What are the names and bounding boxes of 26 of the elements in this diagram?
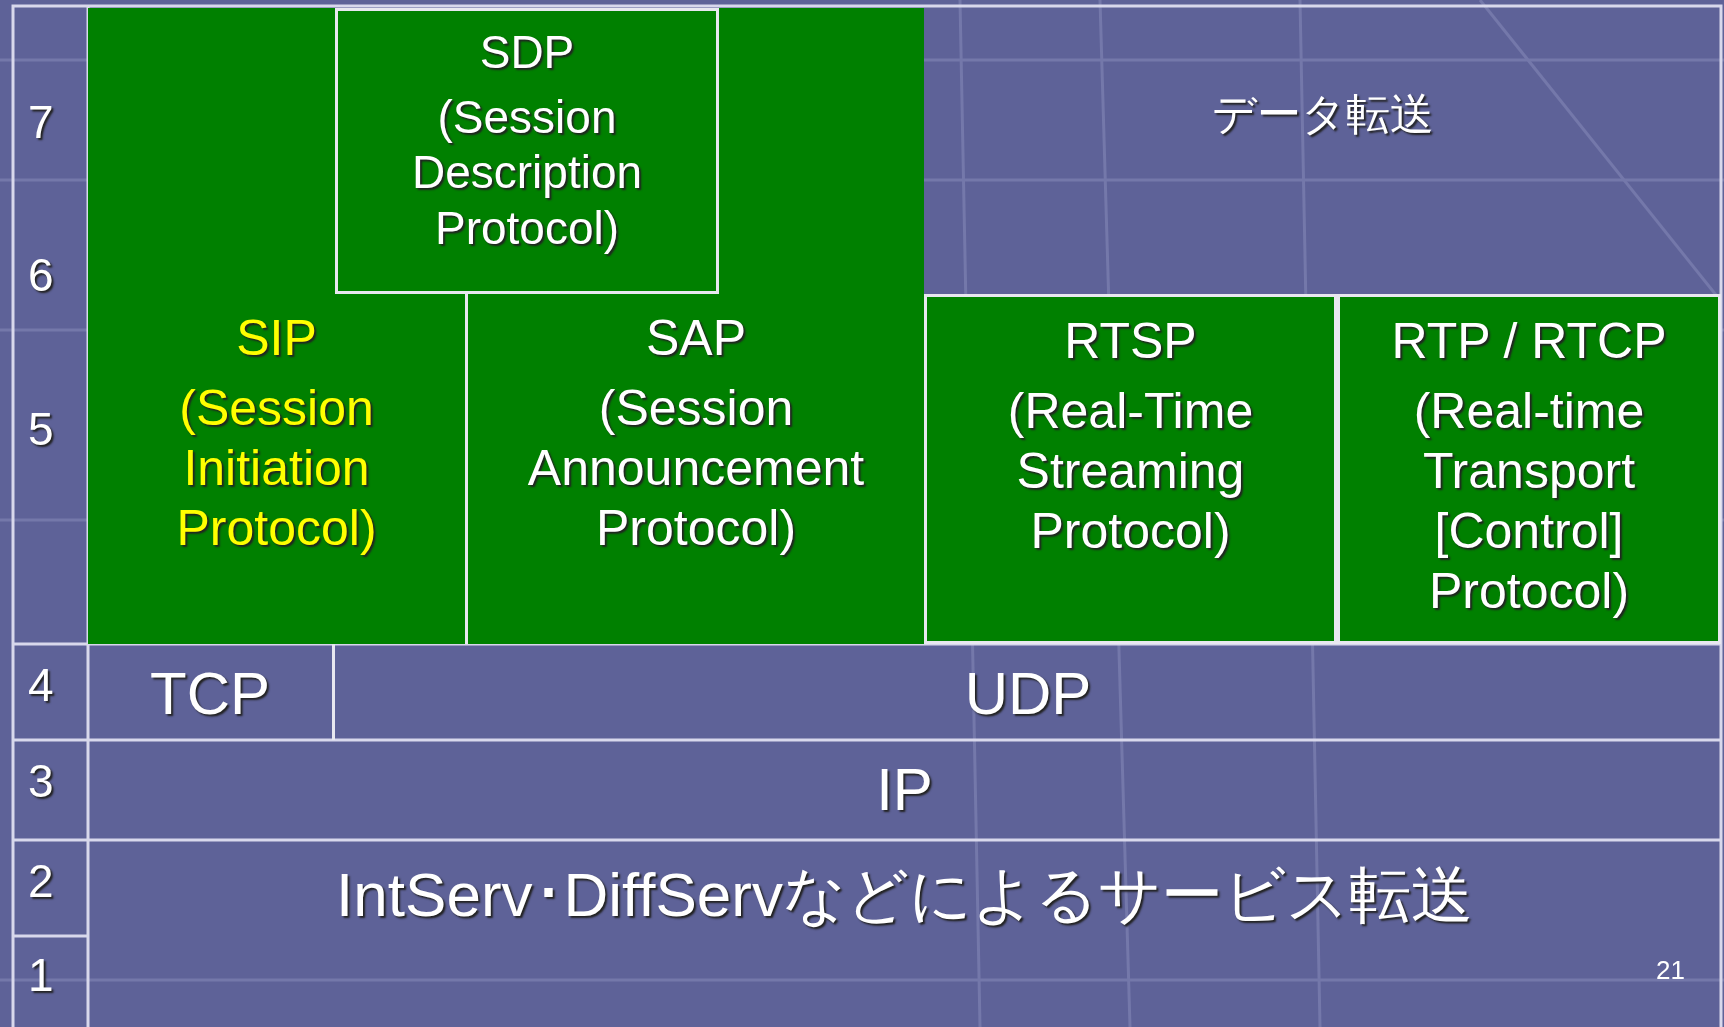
protocol-description: (Session Description Protocol) [410, 90, 644, 256]
protocol-name: RTSP [1064, 312, 1197, 371]
protocol-description: (Real-Time Streaming Protocol) [1006, 382, 1255, 561]
layer-number: 1 [28, 948, 54, 1002]
protocol-box [924, 294, 1337, 644]
layer-number: 5 [28, 402, 54, 456]
protocol-box [1337, 294, 1721, 644]
protocol-name: UDP [964, 659, 1092, 729]
layer-number: 6 [28, 248, 54, 302]
protocol-description: (Session Announcement Protocol) [526, 379, 866, 558]
layer-number: 2 [28, 854, 54, 908]
protocol-description: (Real-time Transport [Control] Protocol) [1412, 382, 1646, 621]
page-number: 21 [1656, 955, 1685, 986]
protocol-name: IP [876, 755, 933, 825]
layer-number: 4 [28, 658, 54, 712]
protocol-name: SIP [236, 309, 317, 368]
protocol-name: TCP [150, 659, 270, 729]
protocol-name: SDP [479, 25, 575, 80]
protocol-name: SAP [645, 309, 747, 368]
layer-number: 7 [28, 95, 54, 149]
layer-number: 3 [28, 754, 54, 808]
protocol-name: データ転送 [1211, 88, 1434, 140]
protocol-name: IntServ･DiffServなどによるサービス転送 [336, 859, 1473, 931]
protocol-description: (Session Initiation Protocol) [175, 379, 378, 558]
protocol-name: RTP / RTCP [1391, 312, 1667, 371]
protocol-box [335, 8, 719, 294]
